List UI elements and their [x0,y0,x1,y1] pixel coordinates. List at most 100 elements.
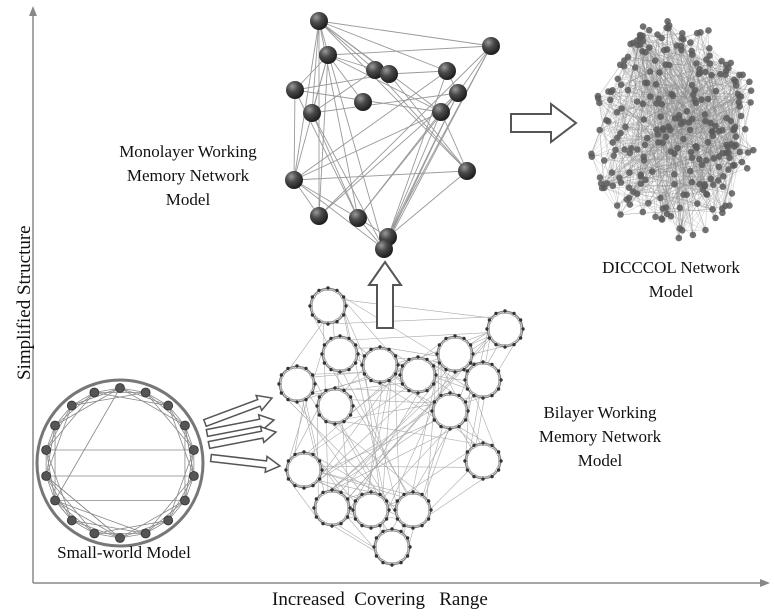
bilayer-cluster-edge [316,390,327,407]
monolayer-node [354,93,372,111]
small-world-node [180,495,190,506]
monolayer-edge [311,112,359,219]
dicccol-node [662,204,670,211]
bilayer-inter-edge [344,299,491,319]
bilayer-node [399,529,403,534]
bilayer-node [310,373,315,377]
monolayer-edges [293,20,492,250]
dicccol-node [645,26,653,34]
bilayer-cluster-edge [339,335,356,346]
bilayer-node [496,468,501,472]
dicccol-node [657,113,664,120]
monolayer-node [375,240,393,258]
dicccol-node [746,78,753,86]
dicccol-node [665,123,672,130]
dicccol-node [625,184,633,191]
bilayer-node [387,378,391,383]
small-world-node [41,445,52,455]
bilayer-cluster [351,490,391,530]
bilayer-node [384,517,389,521]
dicccol-node [608,169,616,176]
bilayer-node [453,370,457,374]
bilayer-node [398,373,402,377]
bilayer-node [360,492,364,497]
bilayer-inter-edge [339,292,389,516]
bilayer-cluster-bg [399,356,437,394]
bilayer-node [431,382,436,386]
bilayer-node [393,508,397,512]
bilayer-cluster-edge [439,335,456,346]
dicccol-node [722,71,729,78]
bilayer-node [311,483,315,488]
bilayer-node [317,477,322,481]
dicccol-node [680,118,688,126]
monolayer-edge [311,112,385,250]
dicccol-node [719,183,727,190]
dicccol-edge [640,35,663,220]
bilayer-inter-edge [330,316,492,325]
monolayer-node [458,162,476,180]
bilayer-cluster [435,334,475,374]
dicccol-edge [739,74,749,153]
monolayer-edge [457,45,492,94]
monolayer-label-line: Monolayer Working [119,142,257,161]
dicccol-node [732,78,739,85]
bilayer-cluster [277,364,317,404]
bilayer-node [472,362,476,367]
monolayer-edge [388,73,468,172]
small-world-edge [45,392,95,451]
monolayer-label-line: Memory Network [126,166,250,185]
bilayer-node [381,529,385,534]
bilayer-inter-edge [318,413,422,495]
dicccol-node [653,100,660,107]
bilayer-inter-edge [331,356,473,491]
dicccol-edge [629,85,737,205]
bilayer-node [490,393,494,398]
bilayer-cluster-edge [491,379,502,396]
bilayer-cluster-edge [489,310,506,321]
dicccol-network [588,18,757,242]
bilayer-node [432,400,437,404]
dicccol-node [696,69,704,77]
bilayer-node [378,492,382,497]
small-world-network [35,378,205,548]
bilayer-inter-edge [318,480,339,492]
x-axis-label: Increased Covering Range [272,589,488,610]
dicccol-edge [636,40,681,208]
bilayer-inter-edge [321,417,478,445]
bilayer-cluster-edge [324,335,341,346]
small-world-edge [45,405,73,477]
bilayer-node [472,474,476,479]
dicccol-node [637,180,645,187]
bilayer-node [521,327,525,331]
bilayer-node [338,370,342,374]
bilayer-node [487,318,492,322]
bilayer-cluster-edge [281,365,298,376]
small-world-edge [145,475,195,534]
dicccol-node [641,79,649,87]
dicccol-node [626,201,634,208]
bilayer-cluster-edge [316,516,333,527]
dicccol-node [667,148,675,155]
bilayer-cluster-edge [463,338,474,355]
bilayer-node [490,474,494,479]
bilayer-cluster-edge [379,509,390,526]
dicccol-edge [679,90,696,208]
bilayer-node [344,304,348,308]
bilayer-node [425,357,429,362]
dicccol-edge [637,193,713,210]
small-world-edge [119,387,186,426]
bilayer-node [465,369,470,373]
bilayer-cluster [372,527,412,567]
bilayer-cluster-bg [285,451,323,489]
bilayer-node [304,366,308,371]
small-world-edge [45,449,73,521]
dicccol-node [709,206,716,213]
bilayer-inter-edge [347,311,511,500]
small-world-node [66,515,77,526]
bilayer-node [439,393,443,398]
dicccol-node [646,44,653,51]
bilayer-node [310,295,315,299]
dicccol-node [600,157,608,164]
bilayer-cluster-edge [313,507,324,524]
